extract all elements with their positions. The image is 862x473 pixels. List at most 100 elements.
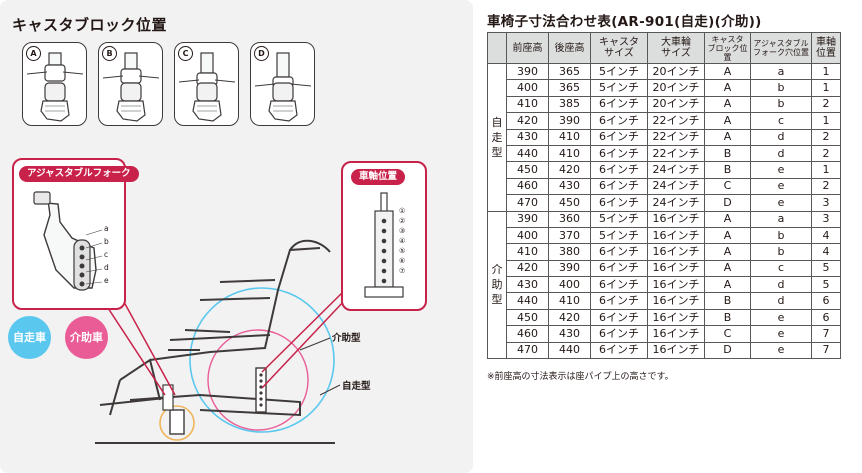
- table-header-fork-hole: アジャスタブル フォーク穴位置: [750, 32, 812, 64]
- table-cell: 6: [811, 292, 841, 310]
- table-cell: 440: [506, 292, 549, 310]
- table-cell: 430: [548, 325, 591, 343]
- table-cell: B: [704, 144, 751, 163]
- table-cell: 16インチ: [647, 210, 705, 228]
- table-cell: 24インチ: [647, 161, 705, 179]
- table-cell: 470: [506, 194, 549, 212]
- table-cell: e: [750, 308, 812, 327]
- table-header-axle: 車軸 位置: [811, 32, 841, 64]
- table-cell: 420: [506, 259, 549, 278]
- assist-badge: 介助車: [65, 316, 108, 359]
- table-cell: d: [750, 144, 812, 163]
- table-cell: 6インチ: [590, 308, 648, 327]
- table-cell: B: [704, 161, 751, 179]
- table-cell: 22インチ: [647, 128, 705, 146]
- table-cell: 6インチ: [590, 325, 648, 343]
- assist-wheel-circle: [207, 329, 309, 431]
- table-cell: 3: [811, 210, 841, 228]
- table-cell: 16インチ: [647, 259, 705, 278]
- table-cell: 1: [811, 161, 841, 179]
- table-cell: 6インチ: [590, 292, 648, 310]
- table-cell: 420: [548, 308, 591, 327]
- self-wheel-circle: [189, 287, 335, 433]
- table-cell: 20インチ: [647, 62, 705, 81]
- table-cell: 410: [548, 144, 591, 163]
- assist-type-label: 介助型: [332, 333, 361, 344]
- caster-block-d: D: [250, 42, 315, 126]
- wheelchair-illustration: [69, 239, 346, 444]
- self-type-label: 自走型: [342, 381, 371, 392]
- caster-letter-a: A: [26, 46, 41, 61]
- table-cell: 460: [506, 177, 549, 196]
- table-cell: A: [704, 128, 751, 146]
- table-cell: A: [704, 210, 751, 228]
- table-cell: 380: [548, 243, 591, 261]
- table-cell: 400: [506, 226, 549, 245]
- axle-pos-2: ②: [399, 217, 406, 225]
- table-cell: e: [750, 177, 812, 196]
- table-cell: 6インチ: [590, 161, 648, 179]
- table-cell: 6インチ: [590, 144, 648, 163]
- caster-block-b-drawing: [102, 52, 160, 122]
- table-cell: a: [750, 210, 812, 228]
- table-cell: A: [704, 259, 751, 278]
- axle-position-title: 車軸位置: [351, 169, 406, 185]
- fork-drawing: [33, 191, 103, 291]
- table-cell: B: [704, 308, 751, 327]
- table-cell: 16インチ: [647, 243, 705, 261]
- table-header-caster-block: キャスタ ブロック位置: [704, 32, 751, 64]
- axle-pos-6: ⑥: [399, 257, 406, 265]
- caster-block-a: A: [22, 42, 87, 126]
- table-cell: 6インチ: [590, 341, 648, 360]
- table-cell: C: [704, 177, 751, 196]
- table-cell: b: [750, 243, 812, 261]
- table-cell: 6: [811, 308, 841, 327]
- axle-pos-7: ⑦: [399, 267, 406, 275]
- table-cell: 6インチ: [590, 243, 648, 261]
- table-cell: 460: [506, 325, 549, 343]
- table-cell: a: [750, 62, 812, 81]
- table-cell: 410: [548, 292, 591, 310]
- table-cell: 420: [548, 161, 591, 179]
- caster-circle: [159, 405, 195, 441]
- table-cell: 6インチ: [590, 276, 648, 294]
- table-cell: D: [704, 341, 751, 360]
- table-cell: 6インチ: [590, 177, 648, 196]
- table-cell: 440: [506, 144, 549, 163]
- table-cell: 3: [811, 194, 841, 212]
- table-footnote: ※前座高の寸法表示は座パイプ上の高さです。: [487, 372, 674, 382]
- table-cell: 6インチ: [590, 259, 648, 278]
- table-cell: A: [704, 112, 751, 130]
- table-header-group: [487, 32, 507, 64]
- table-cell: 2: [811, 144, 841, 163]
- fork-hole-c: c: [104, 250, 109, 259]
- table-cell: 410: [506, 95, 549, 114]
- table-cell: b: [750, 79, 812, 97]
- size-table: 前座高 後座高 キャスタ サイズ 大車輪 サイズ キャスタ ブロック位置 アジャ…: [487, 32, 841, 360]
- table-cell: 430: [506, 276, 549, 294]
- table-cell: A: [704, 276, 751, 294]
- table-cell: 410: [506, 243, 549, 261]
- table-cell: e: [750, 341, 812, 360]
- table-cell: 16インチ: [647, 341, 705, 360]
- table-cell: 2: [811, 128, 841, 146]
- table-cell: A: [704, 62, 751, 81]
- table-cell: 440: [548, 341, 591, 360]
- table-cell: 1: [811, 62, 841, 81]
- fork-hole-e: e: [104, 276, 109, 285]
- table-cell: 4: [811, 243, 841, 261]
- table-cell: e: [750, 325, 812, 343]
- table-cell: 16インチ: [647, 226, 705, 245]
- table-cell: d: [750, 276, 812, 294]
- table-cell: 5インチ: [590, 226, 648, 245]
- table-cell: c: [750, 259, 812, 278]
- axle-pos-5: ⑤: [399, 247, 406, 255]
